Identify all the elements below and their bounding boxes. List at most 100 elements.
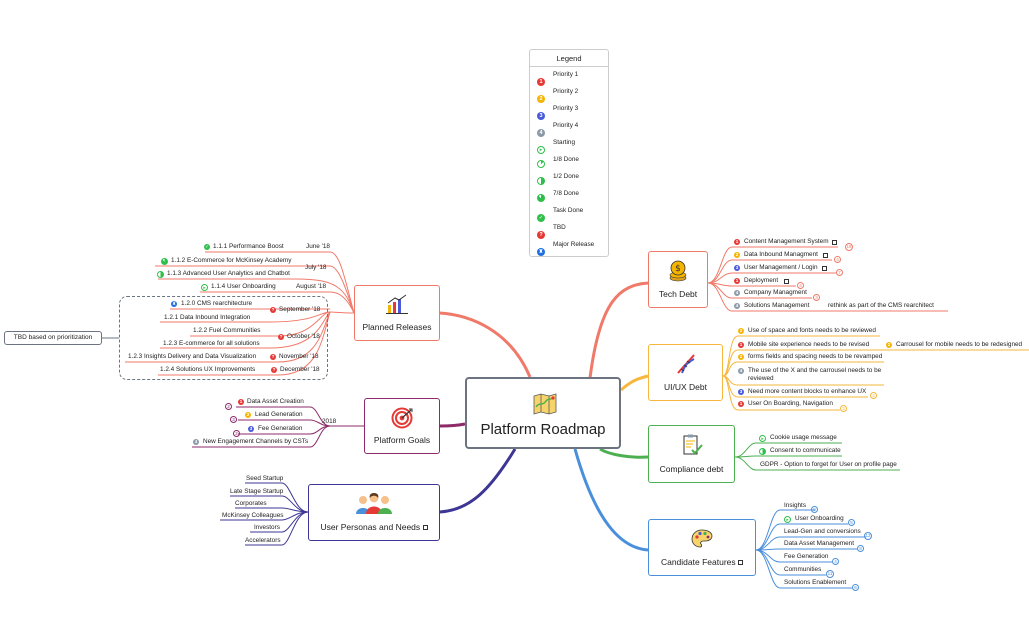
uiux-item[interactable]: Mobile site experience needs to be revis… [748, 341, 870, 348]
tech-item[interactable]: Solutions Management [744, 302, 810, 309]
uiux-item[interactable]: Use of space and fonts needs to be revie… [748, 327, 876, 334]
release-item[interactable]: 1.2.3 Insights Delivery and Data Visuali… [128, 353, 257, 360]
candidate-item[interactable]: Solutions Enablement [784, 579, 847, 586]
topic-uiux-debt[interactable]: UI/UX Debt [648, 344, 723, 401]
goal-item[interactable]: New Engagement Channels by CSTs [203, 438, 309, 445]
progress-half-icon [759, 448, 766, 455]
tech-item[interactable]: User Management / Login [744, 264, 818, 271]
candidate-item[interactable]: Lead-Gen and conversions [784, 528, 861, 535]
candidate-item[interactable]: Insights [784, 502, 807, 509]
persona-item[interactable]: Seed Startup [246, 475, 284, 482]
tech-item[interactable]: Data Inbound Managment [744, 251, 818, 258]
count-badge: 2 [870, 392, 877, 399]
persona-item[interactable]: McKinsey Colleagues [222, 512, 284, 519]
uiux-item[interactable]: The use of the X and the carrousel needs… [748, 367, 882, 374]
release-date: November '18 [279, 353, 319, 360]
topic-user-personas[interactable]: User Personas and Needs [308, 484, 440, 541]
count-badge: 9 [811, 506, 818, 513]
coins-icon: $ [669, 260, 687, 282]
topic-tech-debt[interactable]: $ Tech Debt [648, 251, 708, 308]
progress-half-icon [537, 177, 545, 185]
progress-seven-eighths-icon [161, 258, 168, 265]
count-badge: 2 [233, 430, 240, 437]
uiux-item[interactable]: forms fields and spacing needs to be rev… [748, 353, 883, 360]
goal-item[interactable]: Lead Generation [255, 411, 303, 418]
candidate-item[interactable]: Data Asset Management [784, 540, 854, 547]
priority-1-icon: 1 [738, 342, 744, 348]
persona-item[interactable]: Investors [254, 524, 280, 531]
topic-compliance-debt[interactable]: Compliance debt [648, 425, 735, 483]
count-badge: 3 [230, 416, 237, 423]
candidate-item[interactable]: Communities [784, 566, 822, 573]
target-icon [391, 407, 413, 429]
checklist-icon [683, 434, 703, 455]
central-topic[interactable]: Platform Roadmap [465, 377, 621, 449]
release-date: September '18 [279, 306, 321, 313]
note-icon [822, 266, 827, 271]
goal-item[interactable]: Data Asset Creation [247, 398, 304, 405]
release-item[interactable]: 1.2.0 CMS rearchitecture [181, 300, 253, 307]
release-item[interactable]: 1.2.1 Data Inbound Integration [164, 314, 251, 321]
tech-item[interactable]: Content Management System [744, 238, 829, 245]
persona-item[interactable]: Accelerators [245, 537, 281, 544]
legend-row-seven-eighths-done: 7/8 Done [537, 189, 579, 207]
topic-title: Tech Debt [658, 289, 698, 299]
priority-2-icon: 2 [886, 342, 892, 348]
note-icon [823, 253, 828, 258]
priority-4-icon: 4 [734, 290, 740, 296]
priority-2-icon: 2 [734, 252, 740, 258]
uiux-item[interactable]: User On Boarding, Navigation [748, 400, 833, 407]
candidate-item[interactable]: User Onboarding [795, 515, 844, 522]
topic-planned-releases[interactable]: Planned Releases [354, 285, 440, 341]
compliance-item[interactable]: Consent to communicate [770, 447, 841, 454]
note-icon [738, 560, 744, 566]
topic-title: Planned Releases [362, 322, 432, 332]
count-badge: 4 [832, 558, 839, 565]
branch-planned-releases [439, 311, 532, 378]
candidate-lines [755, 509, 866, 589]
topic-candidate-features[interactable]: Candidate Features [648, 519, 756, 576]
tech-subnote[interactable]: rethink as part of the CMS rearchitect [828, 302, 934, 309]
release-item[interactable]: 1.1.4 User Onboarding [211, 283, 276, 290]
priority-2-icon: 2 [738, 354, 744, 360]
priority-2-icon: 2 [738, 328, 744, 334]
tbd-icon: ? [271, 367, 277, 373]
release-item[interactable]: 1.1.2 E-Commerce for McKinsey Academy [171, 257, 292, 264]
persona-item[interactable]: Corporates [235, 500, 267, 507]
release-item[interactable]: 1.2.2 Fuel Communities [193, 327, 261, 334]
release-item[interactable]: 1.2.3 E-commerce for all solutions [163, 340, 260, 347]
release-item[interactable]: 1.1.3 Advanced User Analytics and Chatbo… [167, 270, 290, 277]
persona-item[interactable]: Late Stage Startup [230, 488, 284, 495]
tech-item[interactable]: Deployment [744, 277, 779, 284]
compliance-item[interactable]: Cookie usage message [770, 434, 837, 441]
uiux-subnote[interactable]: Carrousel for mobile needs to be redesig… [896, 341, 1023, 348]
release-date: August '18 [296, 283, 326, 290]
topic-title: UI/UX Debt [664, 382, 707, 392]
release-item[interactable]: 1.2.4 Solutions UX Improvements [160, 366, 256, 373]
central-title: Platform Roadmap [480, 421, 606, 438]
tbd-icon: ? [278, 334, 284, 340]
topic-platform-goals[interactable]: Platform Goals [364, 398, 440, 454]
check-icon: ✓ [204, 244, 210, 250]
play-icon: ▸ [201, 284, 208, 291]
compliance-item[interactable]: GDPR - Option to forget for User on prof… [760, 461, 897, 468]
note-icon [832, 240, 837, 245]
uiux-item[interactable]: Need more content blocks to enhance UX [748, 388, 867, 395]
tbd-icon: ? [270, 354, 276, 360]
topic-title-wrap: User Personas and Needs [309, 522, 439, 532]
tbd-note[interactable]: TBD based on prioritization [4, 331, 102, 345]
tech-item[interactable]: Company Managment [744, 289, 807, 296]
people-icon [356, 493, 392, 514]
count-badge: 4 [834, 256, 841, 263]
tech-lines [707, 246, 948, 312]
topic-title: User Personas and Needs [320, 522, 421, 532]
release-item[interactable]: 1.1.1 Performance Boost [213, 243, 284, 250]
legend-row-starting: ▸Starting [537, 138, 575, 156]
play-icon: ▸ [784, 516, 791, 523]
goal-item[interactable]: Fee Generation [258, 425, 303, 432]
branch-compliance [599, 447, 649, 459]
priority-1-icon: 1 [734, 239, 740, 245]
candidate-item[interactable]: Fee Generation [784, 553, 829, 560]
